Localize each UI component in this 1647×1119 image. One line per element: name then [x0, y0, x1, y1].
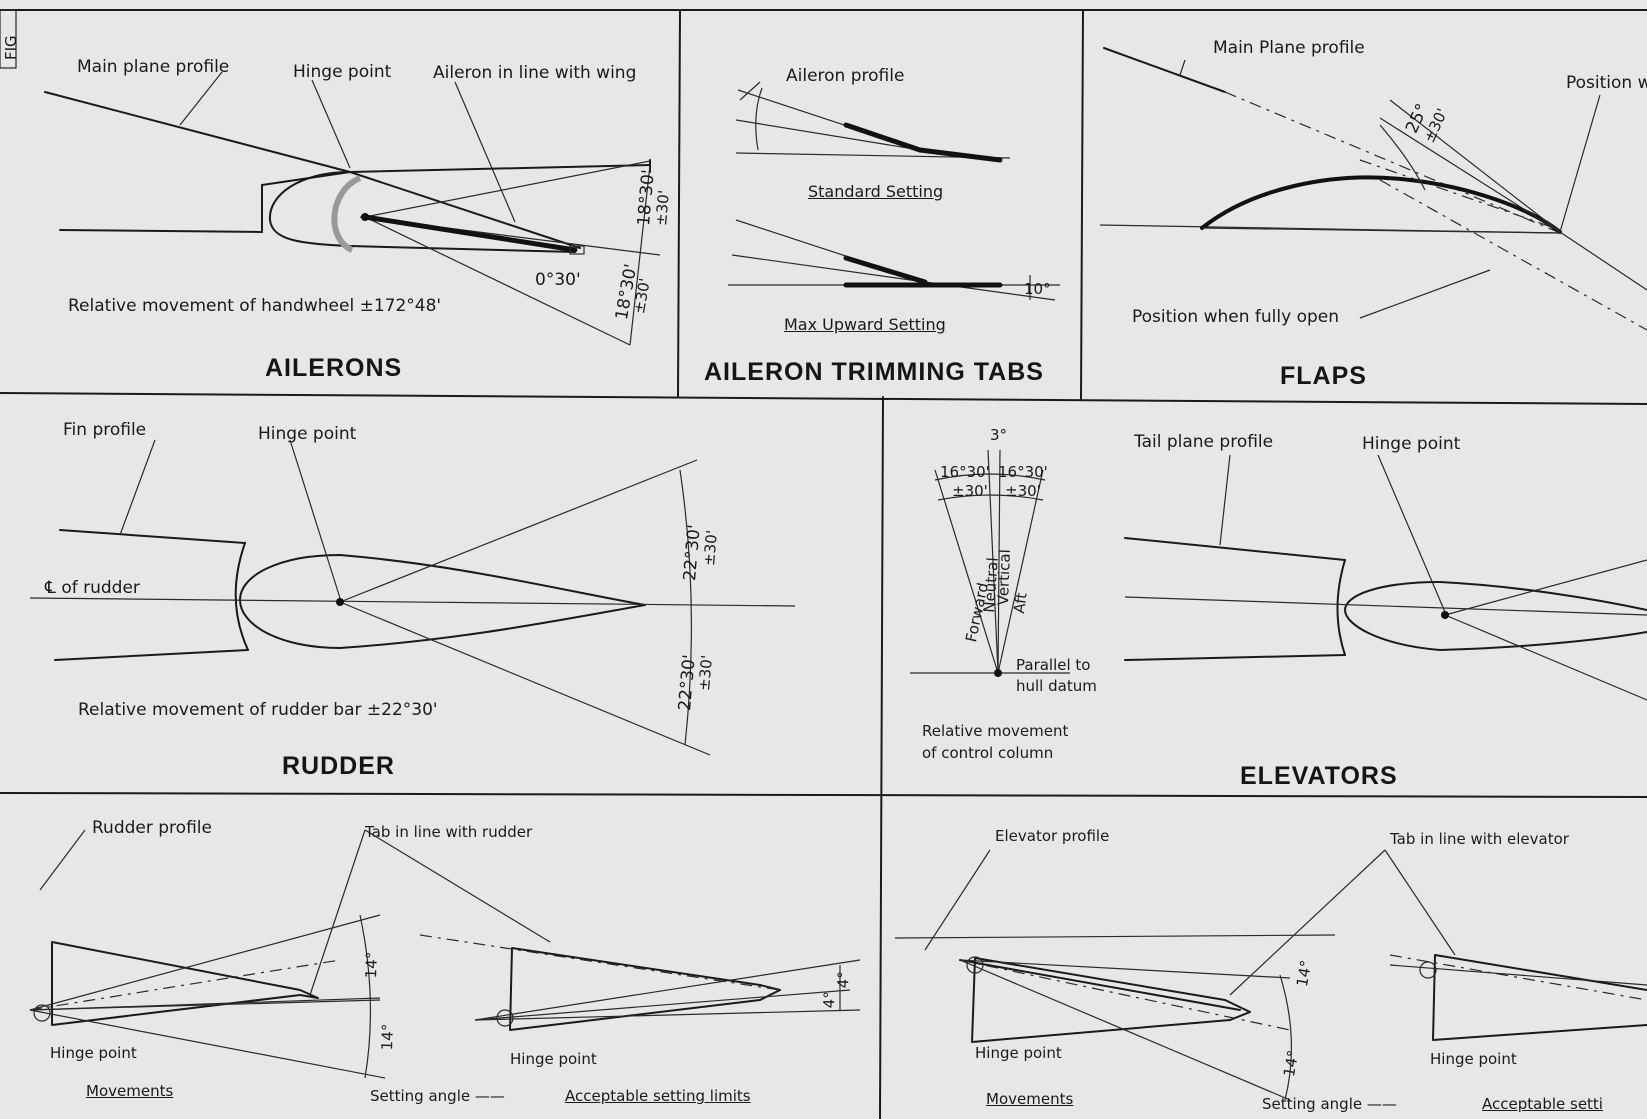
- ailerons-title: AILERONS: [265, 354, 403, 382]
- control-left-angle: 16°30': [940, 463, 990, 481]
- rudder-tab-angle-2: 14°: [378, 1023, 397, 1051]
- rudder-tab-angle-3: 4°: [820, 990, 839, 1009]
- control-relative-movement-2: of control column: [922, 744, 1054, 762]
- rudder-tab-diagram: [29, 829, 861, 1079]
- rudder-tol-down: ±30': [695, 654, 717, 692]
- flaps-position-partial: Position w: [1566, 73, 1647, 93]
- trim-tabs-aileron-profile-label: Aileron profile: [786, 66, 905, 86]
- rudder-tab-angle-1: 14°: [362, 951, 381, 979]
- rudder-tab-hinge-point-2: Hinge point: [510, 1050, 597, 1068]
- elevator-tab-diagram: [894, 849, 1647, 1101]
- control-relative-movement-1: Relative movement: [922, 722, 1069, 740]
- elevator-tab-movements: Movements: [986, 1090, 1074, 1108]
- control-left-tol: ±30': [952, 482, 988, 500]
- elevator-tab-hinge-point-1: Hinge point: [975, 1044, 1062, 1062]
- rudder-tol-up: ±30': [700, 529, 722, 567]
- rudder-tab-acceptable: Acceptable setting limits: [565, 1087, 751, 1105]
- rudder-tab-hinge-point-1: Hinge point: [50, 1044, 137, 1062]
- rudder-tab-profile-label: Rudder profile: [92, 818, 212, 838]
- rudder-fin-profile-label: Fin profile: [63, 420, 147, 440]
- elevator-tab-in-line-label: Tab in line with elevator: [1390, 830, 1569, 848]
- trim-tabs-max-upward-setting: Max Upward Setting: [784, 315, 946, 334]
- rudder-tab-in-line-label: Tab in line with rudder: [365, 823, 533, 841]
- ailerons-hinge-point-label: Hinge point: [293, 62, 392, 82]
- trim-tabs-standard-setting: Standard Setting: [808, 182, 944, 201]
- ailerons-diagram: [44, 71, 661, 346]
- elevator-tab-setting-angle: Setting angle ——: [1262, 1095, 1397, 1113]
- elevators-hinge-point-label: Hinge point: [1362, 434, 1461, 454]
- trim-tabs-angle: 10°: [1024, 280, 1051, 298]
- control-column-diagram: [910, 449, 1070, 677]
- rudder-centre-line-label: ℄ of rudder: [45, 578, 140, 598]
- trim-tabs-title: AILERON TRIMMING TABS: [704, 358, 1044, 386]
- flaps-fully-open-label: Position when fully open: [1132, 307, 1340, 327]
- elevator-tab-acceptable: Acceptable setti: [1482, 1095, 1603, 1113]
- ailerons-in-line-label: Aileron in line with wing: [433, 63, 637, 83]
- ailerons-small-angle: 0°30': [535, 270, 581, 290]
- control-aft: Aft: [1010, 591, 1031, 615]
- panel-borders: [0, 9, 1647, 1119]
- ailerons-relative-movement: Relative movement of handwheel ±172°48': [68, 296, 442, 316]
- elevators-title: ELEVATORS: [1240, 762, 1398, 790]
- ailerons-tol-up: ±30': [652, 189, 674, 227]
- trim-tabs-diagram: [728, 81, 1060, 301]
- corner-label: FIG: [2, 35, 20, 60]
- elevator-tab-profile-label: Elevator profile: [995, 827, 1110, 845]
- elevators-diagram: [1124, 454, 1647, 701]
- rudder-tab-movements: Movements: [86, 1082, 174, 1100]
- control-right-angle: 16°30': [998, 463, 1048, 481]
- rudder-title: RUDDER: [282, 752, 395, 780]
- flaps-title: FLAPS: [1280, 362, 1367, 390]
- control-angle-top: 3°: [990, 426, 1008, 444]
- elevator-tab-hinge-point-2: Hinge point: [1430, 1050, 1517, 1068]
- rudder-tab-angle-4: 4°: [834, 970, 853, 989]
- rudder-diagram: [29, 439, 796, 756]
- rudder-hinge-point-label: Hinge point: [258, 424, 357, 444]
- control-right-tol: ±30': [1005, 482, 1041, 500]
- rudder-relative-movement: Relative movement of rudder bar ±22°30': [78, 700, 438, 720]
- control-parallel: Parallel to: [1016, 656, 1091, 674]
- control-hull-datum: hull datum: [1016, 677, 1097, 695]
- flaps-main-plane-label: Main Plane profile: [1213, 38, 1365, 58]
- flaps-diagram: [1099, 47, 1647, 331]
- rudder-tab-setting-angle: Setting angle ——: [370, 1087, 505, 1105]
- elevators-tail-plane-label: Tail plane profile: [1134, 432, 1274, 452]
- ailerons-main-plane-label: Main plane profile: [77, 57, 230, 77]
